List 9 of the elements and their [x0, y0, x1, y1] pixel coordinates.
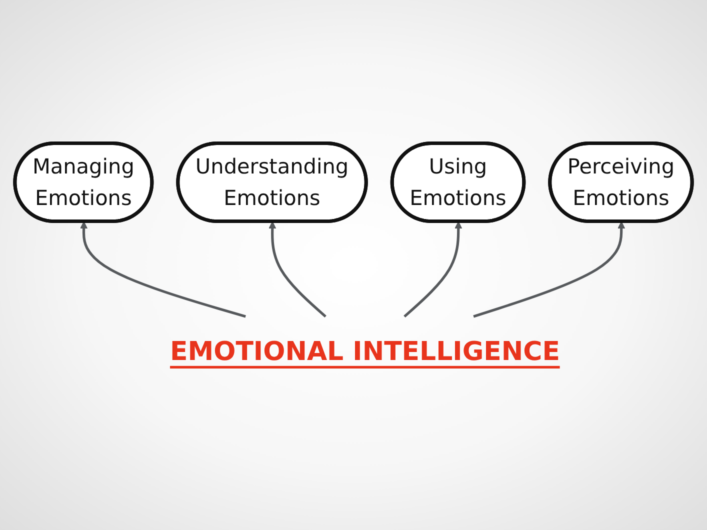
arrow [268, 221, 326, 318]
topic-oval: Managing Emotions [13, 142, 154, 223]
topic-oval: Perceiving Emotions [548, 142, 694, 223]
arrow [80, 221, 246, 318]
topic-oval: Using Emotions [390, 142, 526, 223]
heading-text: EMOTIONAL INTELLIGENCE [170, 336, 560, 367]
arrow [473, 221, 626, 318]
arrow [404, 221, 462, 318]
topic-oval: Understanding Emotions [176, 142, 368, 223]
